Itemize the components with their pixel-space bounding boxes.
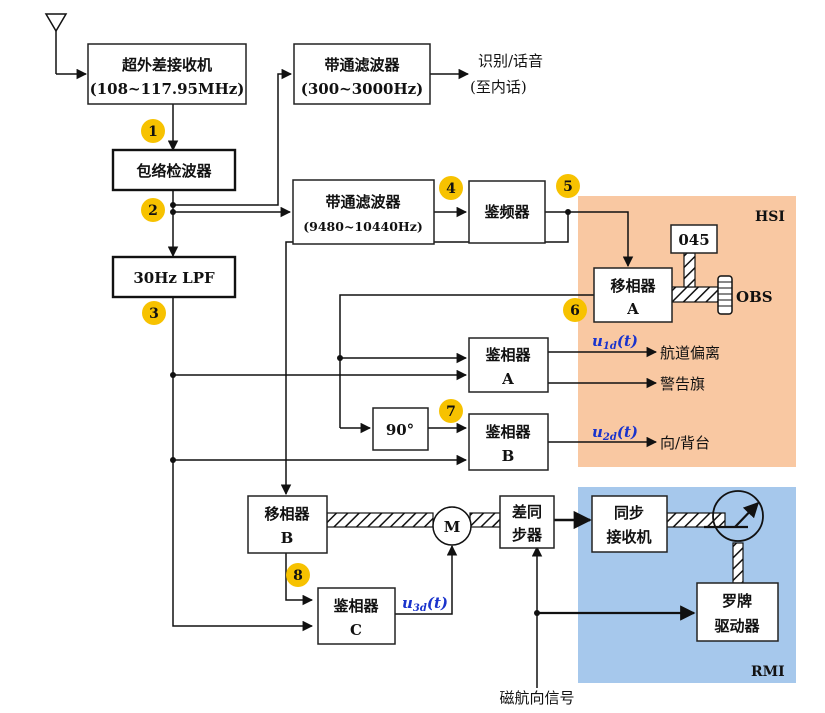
receiver-block: 超外差接收机 (108~117.95MHz) [87, 43, 247, 105]
svg-text:罗牌: 罗牌 [722, 592, 752, 610]
svg-text:鉴频器: 鉴频器 [483, 203, 530, 221]
svg-text:8: 8 [293, 568, 303, 584]
svg-text:7: 7 [446, 404, 456, 420]
svg-text:30Hz LPF: 30Hz LPF [133, 269, 215, 287]
svg-text:3: 3 [149, 306, 159, 322]
lpf-block: 30Hz LPF [111, 255, 237, 299]
phase-detector-a-block: 鉴相器 A [468, 337, 549, 393]
synchro-receiver-block: 同步 接收机 [591, 495, 668, 553]
svg-text:接收机: 接收机 [606, 528, 651, 546]
badge-6: 6 [563, 298, 587, 322]
svg-text:鉴相器: 鉴相器 [484, 423, 531, 441]
badge-5: 5 [556, 174, 580, 198]
svg-text:90°: 90° [386, 421, 414, 439]
svg-text:4: 4 [446, 181, 456, 197]
svg-text:向/背台: 向/背台 [660, 434, 710, 452]
subcarrier-bandpass-block: 带通滤波器 (9480~10440Hz) [292, 179, 435, 245]
svg-text:B: B [502, 447, 515, 465]
phase-shifter-a-block: 移相器 A [593, 267, 673, 323]
signal-u3: u3d(t) [402, 594, 448, 614]
badge-8: 8 [286, 563, 310, 587]
svg-text:5: 5 [563, 179, 573, 195]
badge-4: 4 [439, 176, 463, 200]
svg-text:警告旗: 警告旗 [660, 375, 705, 393]
svg-text:鉴相器: 鉴相器 [484, 346, 531, 364]
compass-driver-block: 罗牌 驱动器 [696, 582, 779, 642]
shafts [326, 512, 744, 584]
badge-7: 7 [439, 399, 463, 423]
course-deviation-output: 航道偏离 [660, 344, 720, 362]
svg-text:鉴相器: 鉴相器 [332, 597, 379, 615]
svg-text:B: B [281, 529, 294, 547]
rmi-label: RMI [751, 664, 785, 680]
badge-3: 3 [142, 301, 166, 325]
motor: M [432, 506, 472, 546]
svg-text:A: A [626, 300, 639, 318]
svg-text:超外差接收机: 超外差接收机 [121, 56, 212, 74]
svg-text:(至内话): (至内话) [470, 78, 527, 96]
badge-2: 2 [141, 198, 165, 222]
svg-text:带通滤波器: 带通滤波器 [325, 193, 401, 211]
svg-text:驱动器: 驱动器 [714, 617, 760, 635]
hsi-label: HSI [755, 209, 785, 225]
svg-text:差同: 差同 [512, 503, 542, 521]
svg-text:6: 6 [570, 303, 580, 319]
phase-shifter-b-block: 移相器 B [247, 495, 328, 554]
phase-detector-b-block: 鉴相器 B [468, 413, 549, 471]
svg-text:识别/话音: 识别/话音 [478, 52, 543, 70]
svg-text:(300~3000Hz): (300~3000Hz) [301, 80, 424, 98]
svg-text:2: 2 [148, 203, 158, 219]
svg-text:OBS: OBS [736, 288, 773, 306]
svg-text:步器: 步器 [512, 526, 543, 544]
envelope-detector-block: 包络检波器 [111, 148, 237, 192]
svg-text:移相器: 移相器 [610, 277, 656, 295]
svg-text:包络检波器: 包络检波器 [136, 162, 212, 180]
phase-detector-c-block: 鉴相器 C [317, 587, 396, 645]
svg-text:同步: 同步 [614, 504, 644, 522]
svg-text:M: M [444, 518, 461, 536]
junction-dots [170, 202, 571, 616]
rmi-indicator-icon [704, 490, 764, 542]
shift-90-block: 90° [372, 407, 429, 451]
audio-bandpass-block: 带通滤波器 (300~3000Hz) [293, 43, 431, 105]
differential-synchro-block: 差同 步器 [499, 495, 555, 549]
svg-text:磁航向信号: 磁航向信号 [499, 689, 574, 707]
svg-text:A: A [501, 370, 514, 388]
svg-text:航道偏离: 航道偏离 [660, 344, 720, 362]
signal-u2: u2d(t) [592, 423, 638, 443]
svg-text:移相器: 移相器 [264, 505, 310, 523]
svg-text:(9480~10440Hz): (9480~10440Hz) [303, 219, 423, 234]
signal-u1: u1d(t) [592, 332, 638, 352]
ident-output: 识别/话音 (至内话) [470, 52, 543, 96]
obs-knob-icon [717, 275, 733, 315]
warning-flag-output: 警告旗 [660, 375, 705, 393]
obs-assembly: 045 OBS [670, 224, 773, 315]
heading-signal-input: 磁航向信号 [499, 689, 574, 707]
antenna-icon [44, 13, 88, 80]
to-from-output: 向/背台 [660, 434, 710, 452]
svg-text:1: 1 [148, 124, 158, 140]
discriminator-block: 鉴频器 [468, 180, 546, 244]
svg-text:C: C [350, 621, 362, 639]
badge-1: 1 [141, 119, 165, 143]
svg-text:带通滤波器: 带通滤波器 [324, 56, 400, 74]
svg-text:(108~117.95MHz): (108~117.95MHz) [90, 80, 245, 98]
svg-text:045: 045 [678, 231, 709, 249]
